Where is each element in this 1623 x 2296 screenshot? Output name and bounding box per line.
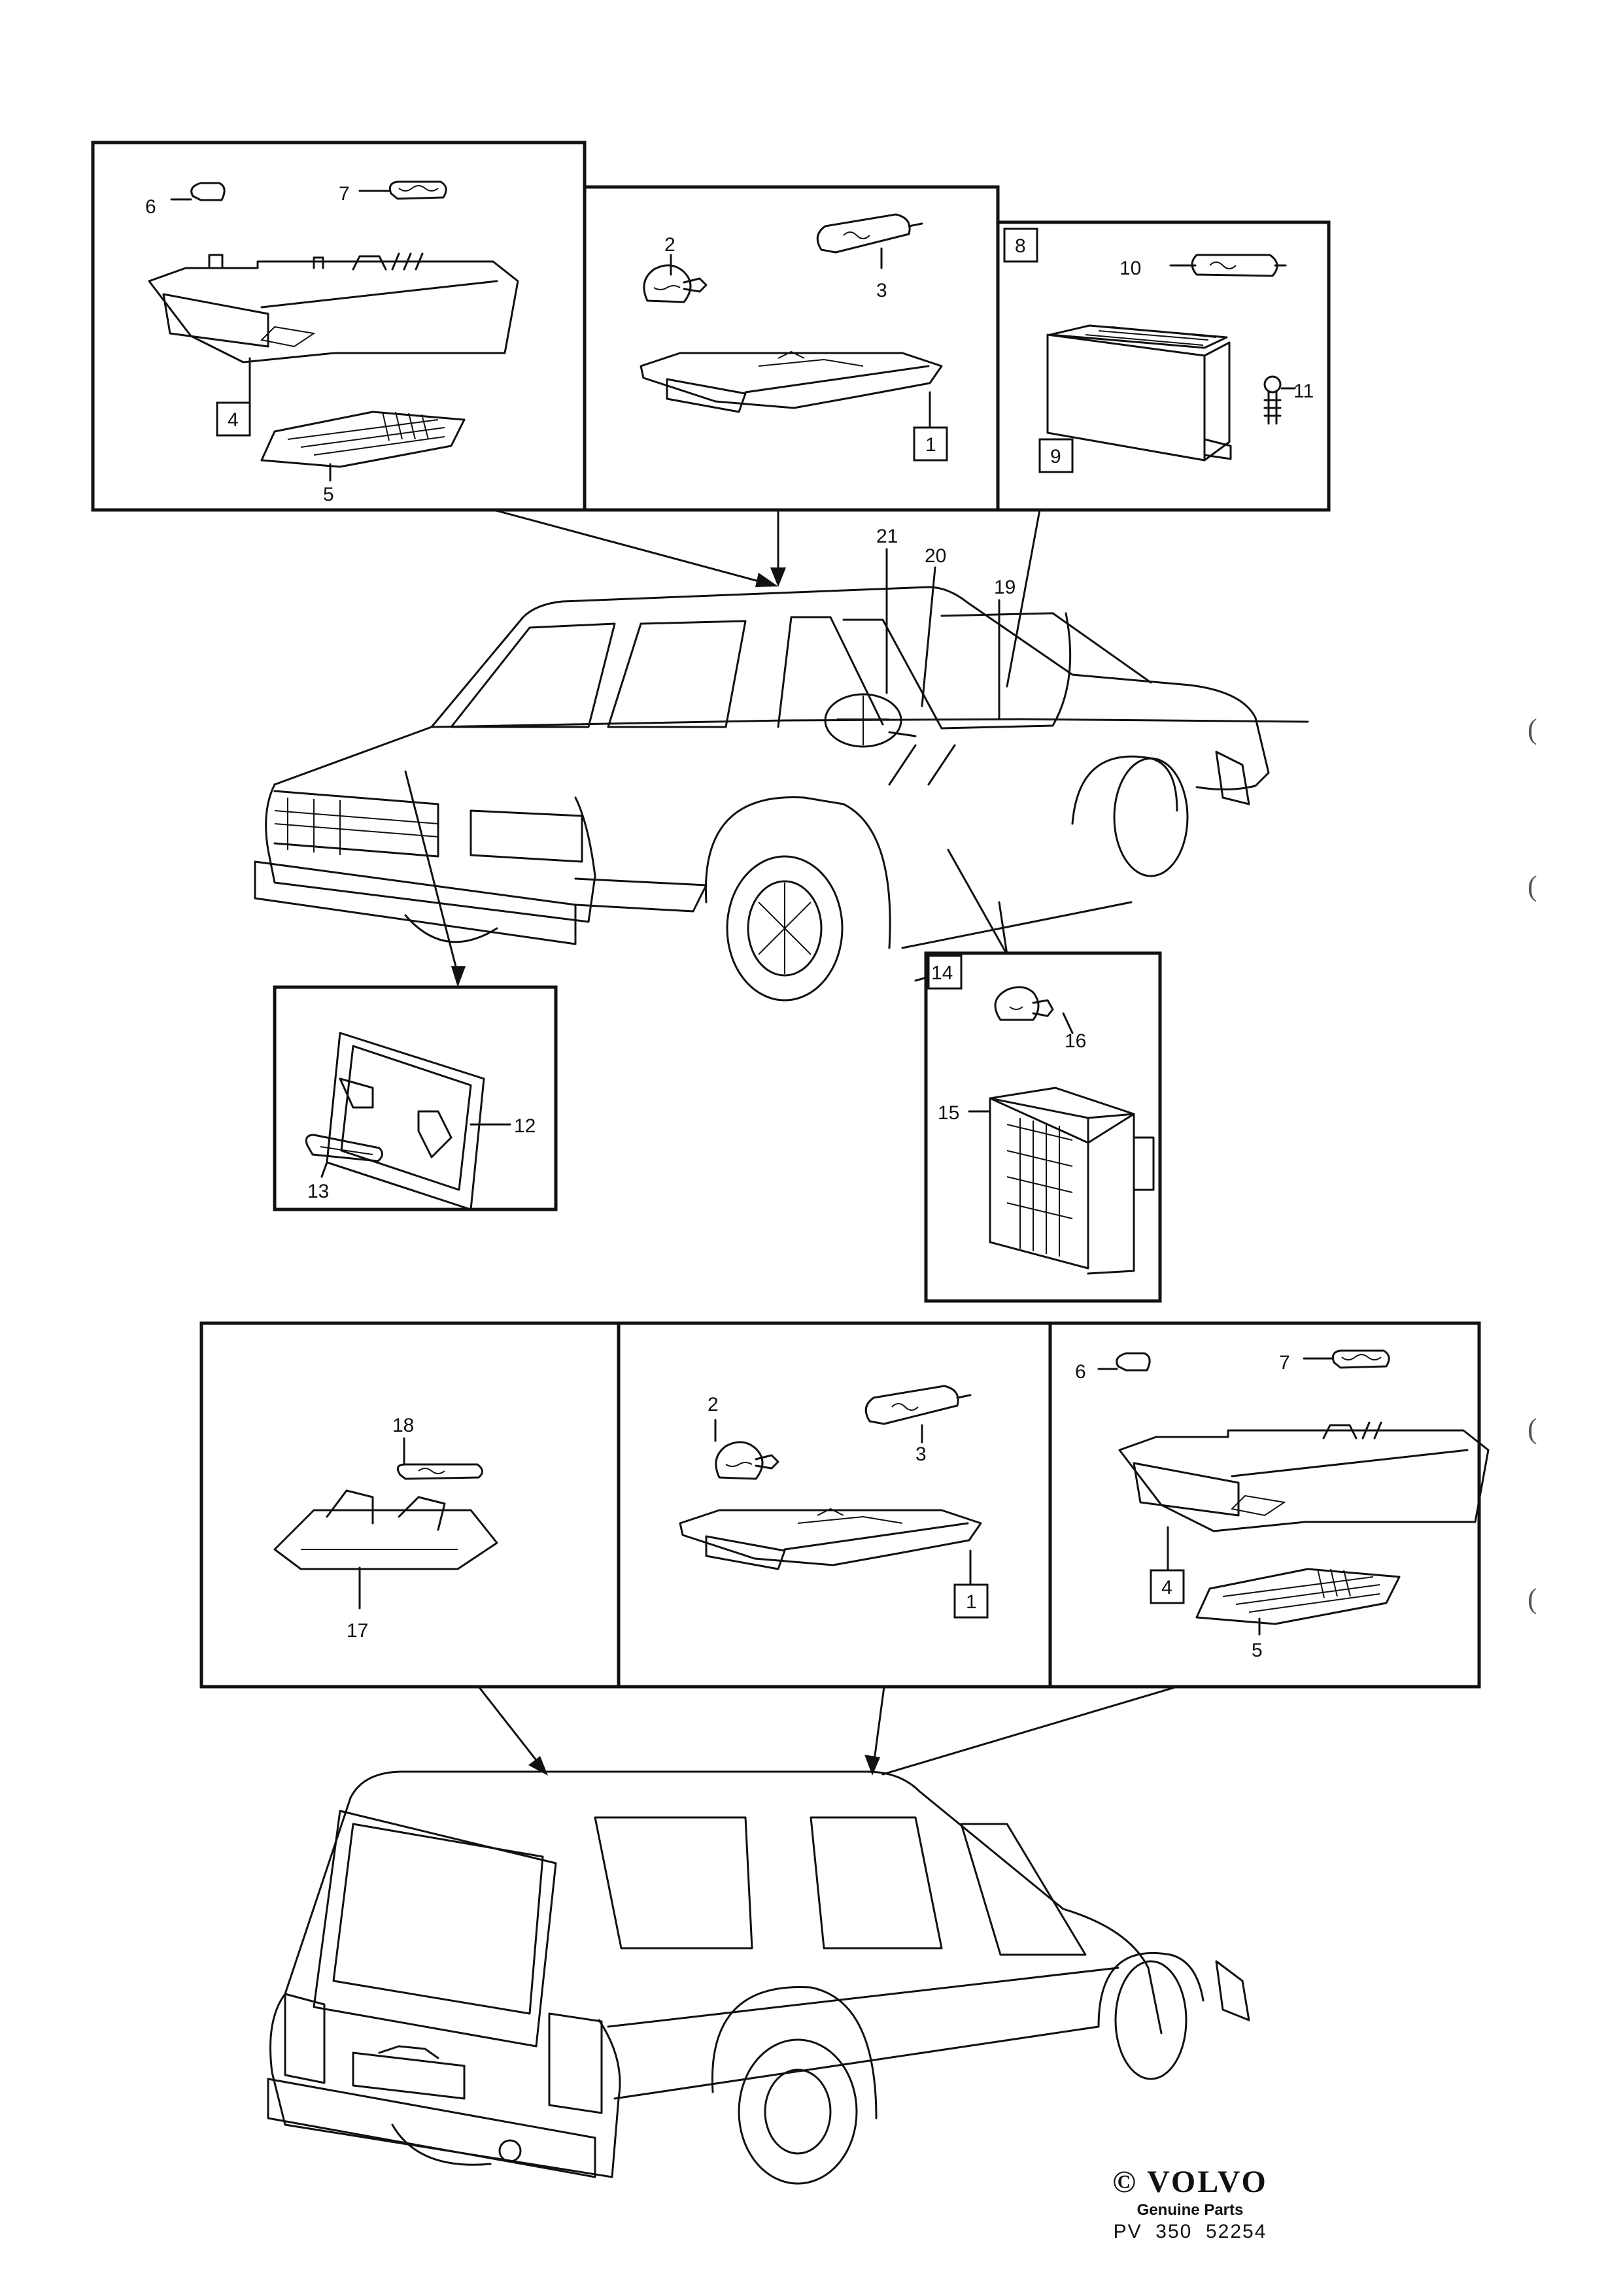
switch-15-drawing xyxy=(989,1087,1155,1275)
panel-bottom-middle: 2 3 1 xyxy=(617,1321,1052,1689)
callout-2b: 2 xyxy=(708,1394,719,1415)
callout-19: 19 xyxy=(994,577,1016,598)
lamp-housing-4b-drawing xyxy=(1118,1421,1490,1532)
panel-top-middle: 2 3 1 xyxy=(583,185,1000,512)
lens-5b-drawing xyxy=(1195,1568,1401,1625)
brand-logo-text: VOLVO xyxy=(1147,2165,1268,2199)
bulb-2b-drawing xyxy=(715,1441,779,1480)
callout-1: 1 xyxy=(925,434,936,456)
callout-4: 4 xyxy=(228,409,239,431)
estate-car-drawing xyxy=(267,1770,1250,2185)
control-unit-9-drawing xyxy=(1046,324,1232,462)
callout-21: 21 xyxy=(876,526,898,547)
volvo-logo: © VOLVO xyxy=(1085,2164,1295,2200)
margin-mark-4: ( xyxy=(1528,1583,1537,1615)
callout-11: 11 xyxy=(1293,380,1314,402)
callout-2: 2 xyxy=(664,234,675,256)
panel-license-lamp: 12 13 xyxy=(273,985,558,1211)
panel-bottom-left: 18 17 xyxy=(199,1321,621,1689)
brand-subtitle: Genuine Parts xyxy=(1136,2201,1244,2219)
sedan-car-drawing xyxy=(254,586,1309,1002)
copyright-mark: © xyxy=(1112,2165,1138,2199)
callout-8: 8 xyxy=(1015,235,1026,257)
leader-arrows-bottom xyxy=(477,1685,1178,1776)
callout-14: 14 xyxy=(931,962,953,984)
leader-arrows-middle xyxy=(404,770,1008,987)
lens-5-drawing xyxy=(260,411,466,468)
license-lamp-12-drawing xyxy=(326,1032,485,1211)
screw-11-drawing xyxy=(1263,375,1282,425)
bulb-7-drawing xyxy=(358,180,447,200)
callout-3: 3 xyxy=(876,280,887,301)
bulb-3-drawing xyxy=(816,213,923,254)
callout-7: 7 xyxy=(339,183,350,205)
bulb-16-drawing xyxy=(994,986,1054,1021)
callout-6b: 6 xyxy=(1075,1361,1086,1383)
panel-top-left: 6 7 4 5 xyxy=(91,141,587,512)
callout-17: 17 xyxy=(347,1620,368,1642)
margin-mark-2: ( xyxy=(1528,870,1537,902)
callout-16: 16 xyxy=(1065,1030,1086,1052)
callout-4b: 4 xyxy=(1161,1577,1172,1598)
bulb-18-drawing xyxy=(396,1463,483,1480)
bulb-6b-drawing xyxy=(1097,1352,1151,1372)
callout-13: 13 xyxy=(307,1181,329,1202)
bulb-3b-drawing xyxy=(864,1385,972,1425)
leader-arrows-top xyxy=(492,509,1041,688)
volvo-brand-block: © VOLVO Genuine Parts PV 350 52254 xyxy=(1085,2164,1295,2243)
lamp-housing-1-drawing xyxy=(640,350,943,413)
lamp-housing-4-drawing xyxy=(148,252,519,363)
callout-18: 18 xyxy=(392,1415,414,1436)
panel-bottom-right: 6 7 4 5 xyxy=(1048,1321,1490,1689)
bulb-7b-drawing xyxy=(1303,1349,1390,1369)
callout-5b: 5 xyxy=(1252,1640,1263,1661)
callout-10: 10 xyxy=(1119,258,1141,279)
callout-15: 15 xyxy=(938,1102,959,1124)
callout-1b: 1 xyxy=(966,1591,977,1613)
lamp-housing-1b-drawing xyxy=(679,1508,982,1570)
diagram-code: PV 350 52254 xyxy=(1113,2221,1267,2242)
panel-door-switch: 14 16 15 xyxy=(924,951,1162,1303)
bulb-10-drawing xyxy=(1191,254,1287,277)
lamp-base-17-drawing xyxy=(273,1489,498,1570)
callout-3b: 3 xyxy=(915,1443,927,1465)
callout-9: 9 xyxy=(1050,446,1061,467)
bulb-13-drawing xyxy=(305,1134,383,1162)
margin-mark-1: ( xyxy=(1528,713,1537,745)
callout-20: 20 xyxy=(925,545,946,567)
callout-5: 5 xyxy=(323,484,334,505)
panel-top-right: 8 10 9 11 xyxy=(996,220,1331,512)
callout-12: 12 xyxy=(514,1115,536,1137)
callout-7b: 7 xyxy=(1279,1352,1290,1374)
bulb-6-drawing xyxy=(170,182,226,201)
callout-6: 6 xyxy=(145,196,156,218)
margin-mark-3: ( xyxy=(1528,1413,1537,1445)
